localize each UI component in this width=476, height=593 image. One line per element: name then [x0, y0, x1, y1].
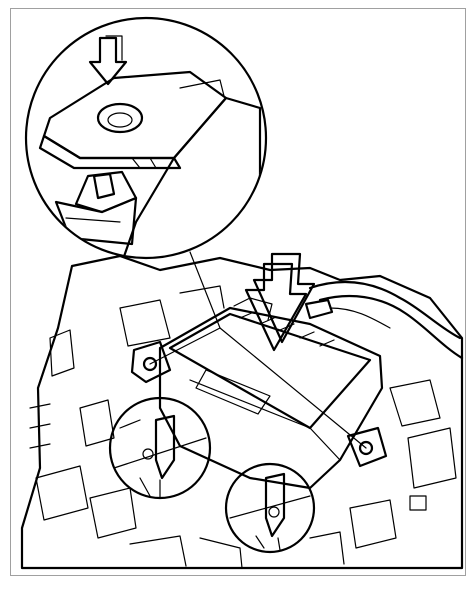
down-arrow-icon: [88, 35, 128, 86]
wire-harness: [304, 280, 464, 360]
magnified-callout: [24, 16, 268, 260]
control-module: [130, 297, 388, 490]
detail-circle-left: [108, 396, 212, 500]
installation-illustration: [20, 16, 464, 570]
tray-housing: [20, 254, 464, 570]
callout-leader-lines: [149, 251, 367, 449]
detail-circle-right: [224, 462, 316, 554]
down-arrow-icon: [244, 252, 316, 352]
tray-clip: [409, 495, 427, 511]
